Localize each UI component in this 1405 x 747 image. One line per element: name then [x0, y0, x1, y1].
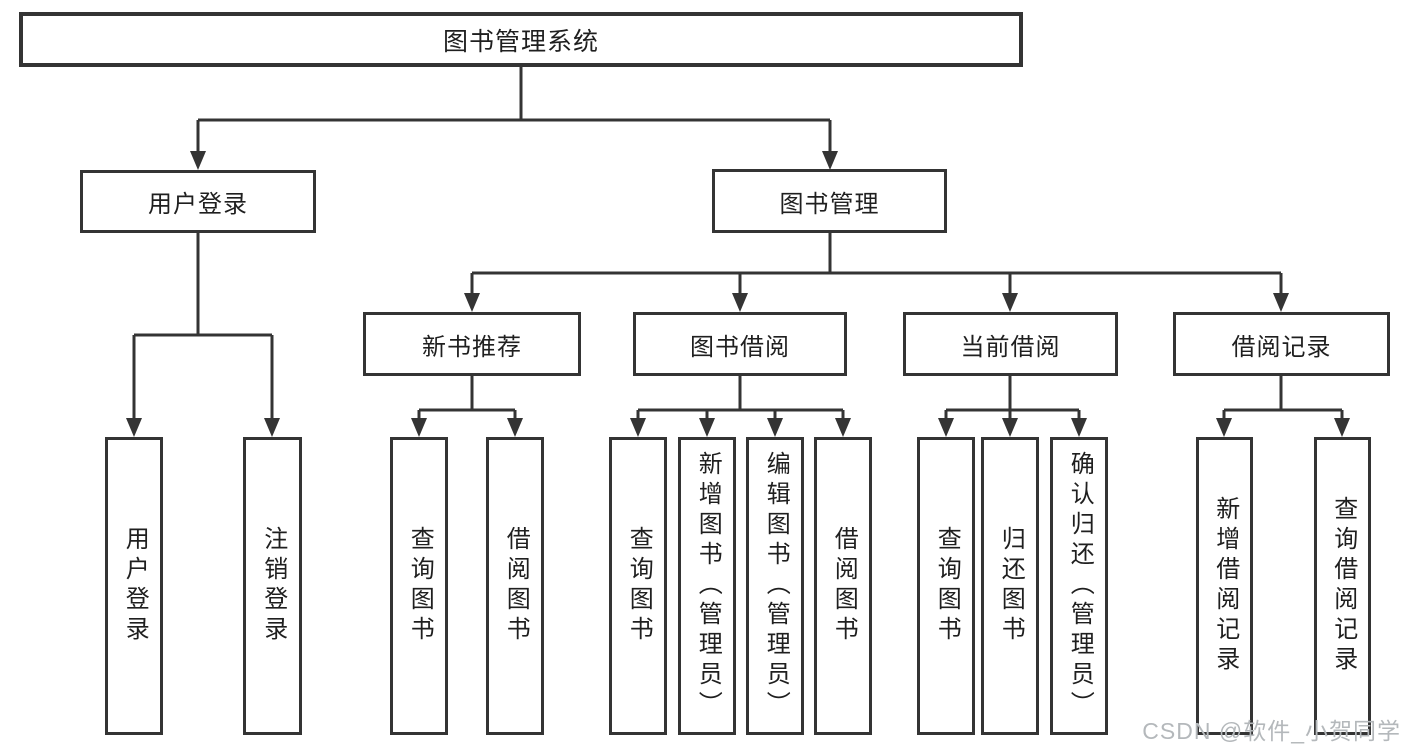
leaf-rec-query-books-label: 查询图书: [406, 526, 434, 646]
leaf-bb-query-books: 查询图书: [609, 437, 667, 735]
leaf-logout-login: 注销登录: [243, 437, 302, 735]
arrowheads: [126, 151, 1350, 437]
leaf-cb-return-books: 归还图书: [981, 437, 1039, 735]
leaf-rec-query-books: 查询图书: [390, 437, 448, 735]
csdn-watermark: CSDN @软件_小贺同学: [1142, 718, 1401, 744]
node-current-borrow: 当前借阅: [903, 312, 1118, 376]
leaf-br-query-record: 查询借阅记录: [1314, 437, 1371, 735]
leaf-user-login: 用户登录: [105, 437, 163, 735]
leaf-bb-edit-books-admin: 编辑图书（管理员）: [746, 437, 804, 735]
leaf-cb-confirm-return-admin: 确认归还（管理员）: [1050, 437, 1108, 735]
leaf-user-login-label: 用户登录: [121, 526, 149, 646]
leaf-bb-add-books-admin-label: 新增图书（管理员）: [694, 451, 722, 721]
leaf-logout-login-label: 注销登录: [259, 526, 287, 646]
leaf-bb-borrow-books: 借阅图书: [814, 437, 872, 735]
leaf-br-add-record-label: 新增借阅记录: [1211, 496, 1239, 676]
leaf-bb-query-books-label: 查询图书: [625, 526, 653, 646]
leaf-cb-return-books-label: 归还图书: [997, 526, 1025, 646]
node-book-borrow: 图书借阅: [633, 312, 847, 376]
leaf-bb-add-books-admin: 新增图书（管理员）: [678, 437, 736, 735]
leaf-bb-edit-books-admin-label: 编辑图书（管理员）: [762, 451, 790, 721]
node-root: 图书管理系统: [19, 12, 1023, 67]
leaf-rec-borrow-books-label: 借阅图书: [502, 526, 530, 646]
leaf-cb-confirm-return-admin-label: 确认归还（管理员）: [1066, 451, 1094, 721]
node-user-login: 用户登录: [80, 170, 316, 233]
leaf-bb-borrow-books-label: 借阅图书: [830, 526, 858, 646]
connector-lines: [132, 67, 1344, 420]
node-new-book-recommend: 新书推荐: [363, 312, 581, 376]
leaf-cb-query-books: 查询图书: [917, 437, 975, 735]
leaf-br-query-record-label: 查询借阅记录: [1329, 496, 1357, 676]
leaf-rec-borrow-books: 借阅图书: [486, 437, 544, 735]
leaf-cb-query-books-label: 查询图书: [933, 526, 961, 646]
node-borrow-records: 借阅记录: [1173, 312, 1390, 376]
leaf-br-add-record: 新增借阅记录: [1196, 437, 1253, 735]
node-book-management: 图书管理: [712, 169, 947, 233]
